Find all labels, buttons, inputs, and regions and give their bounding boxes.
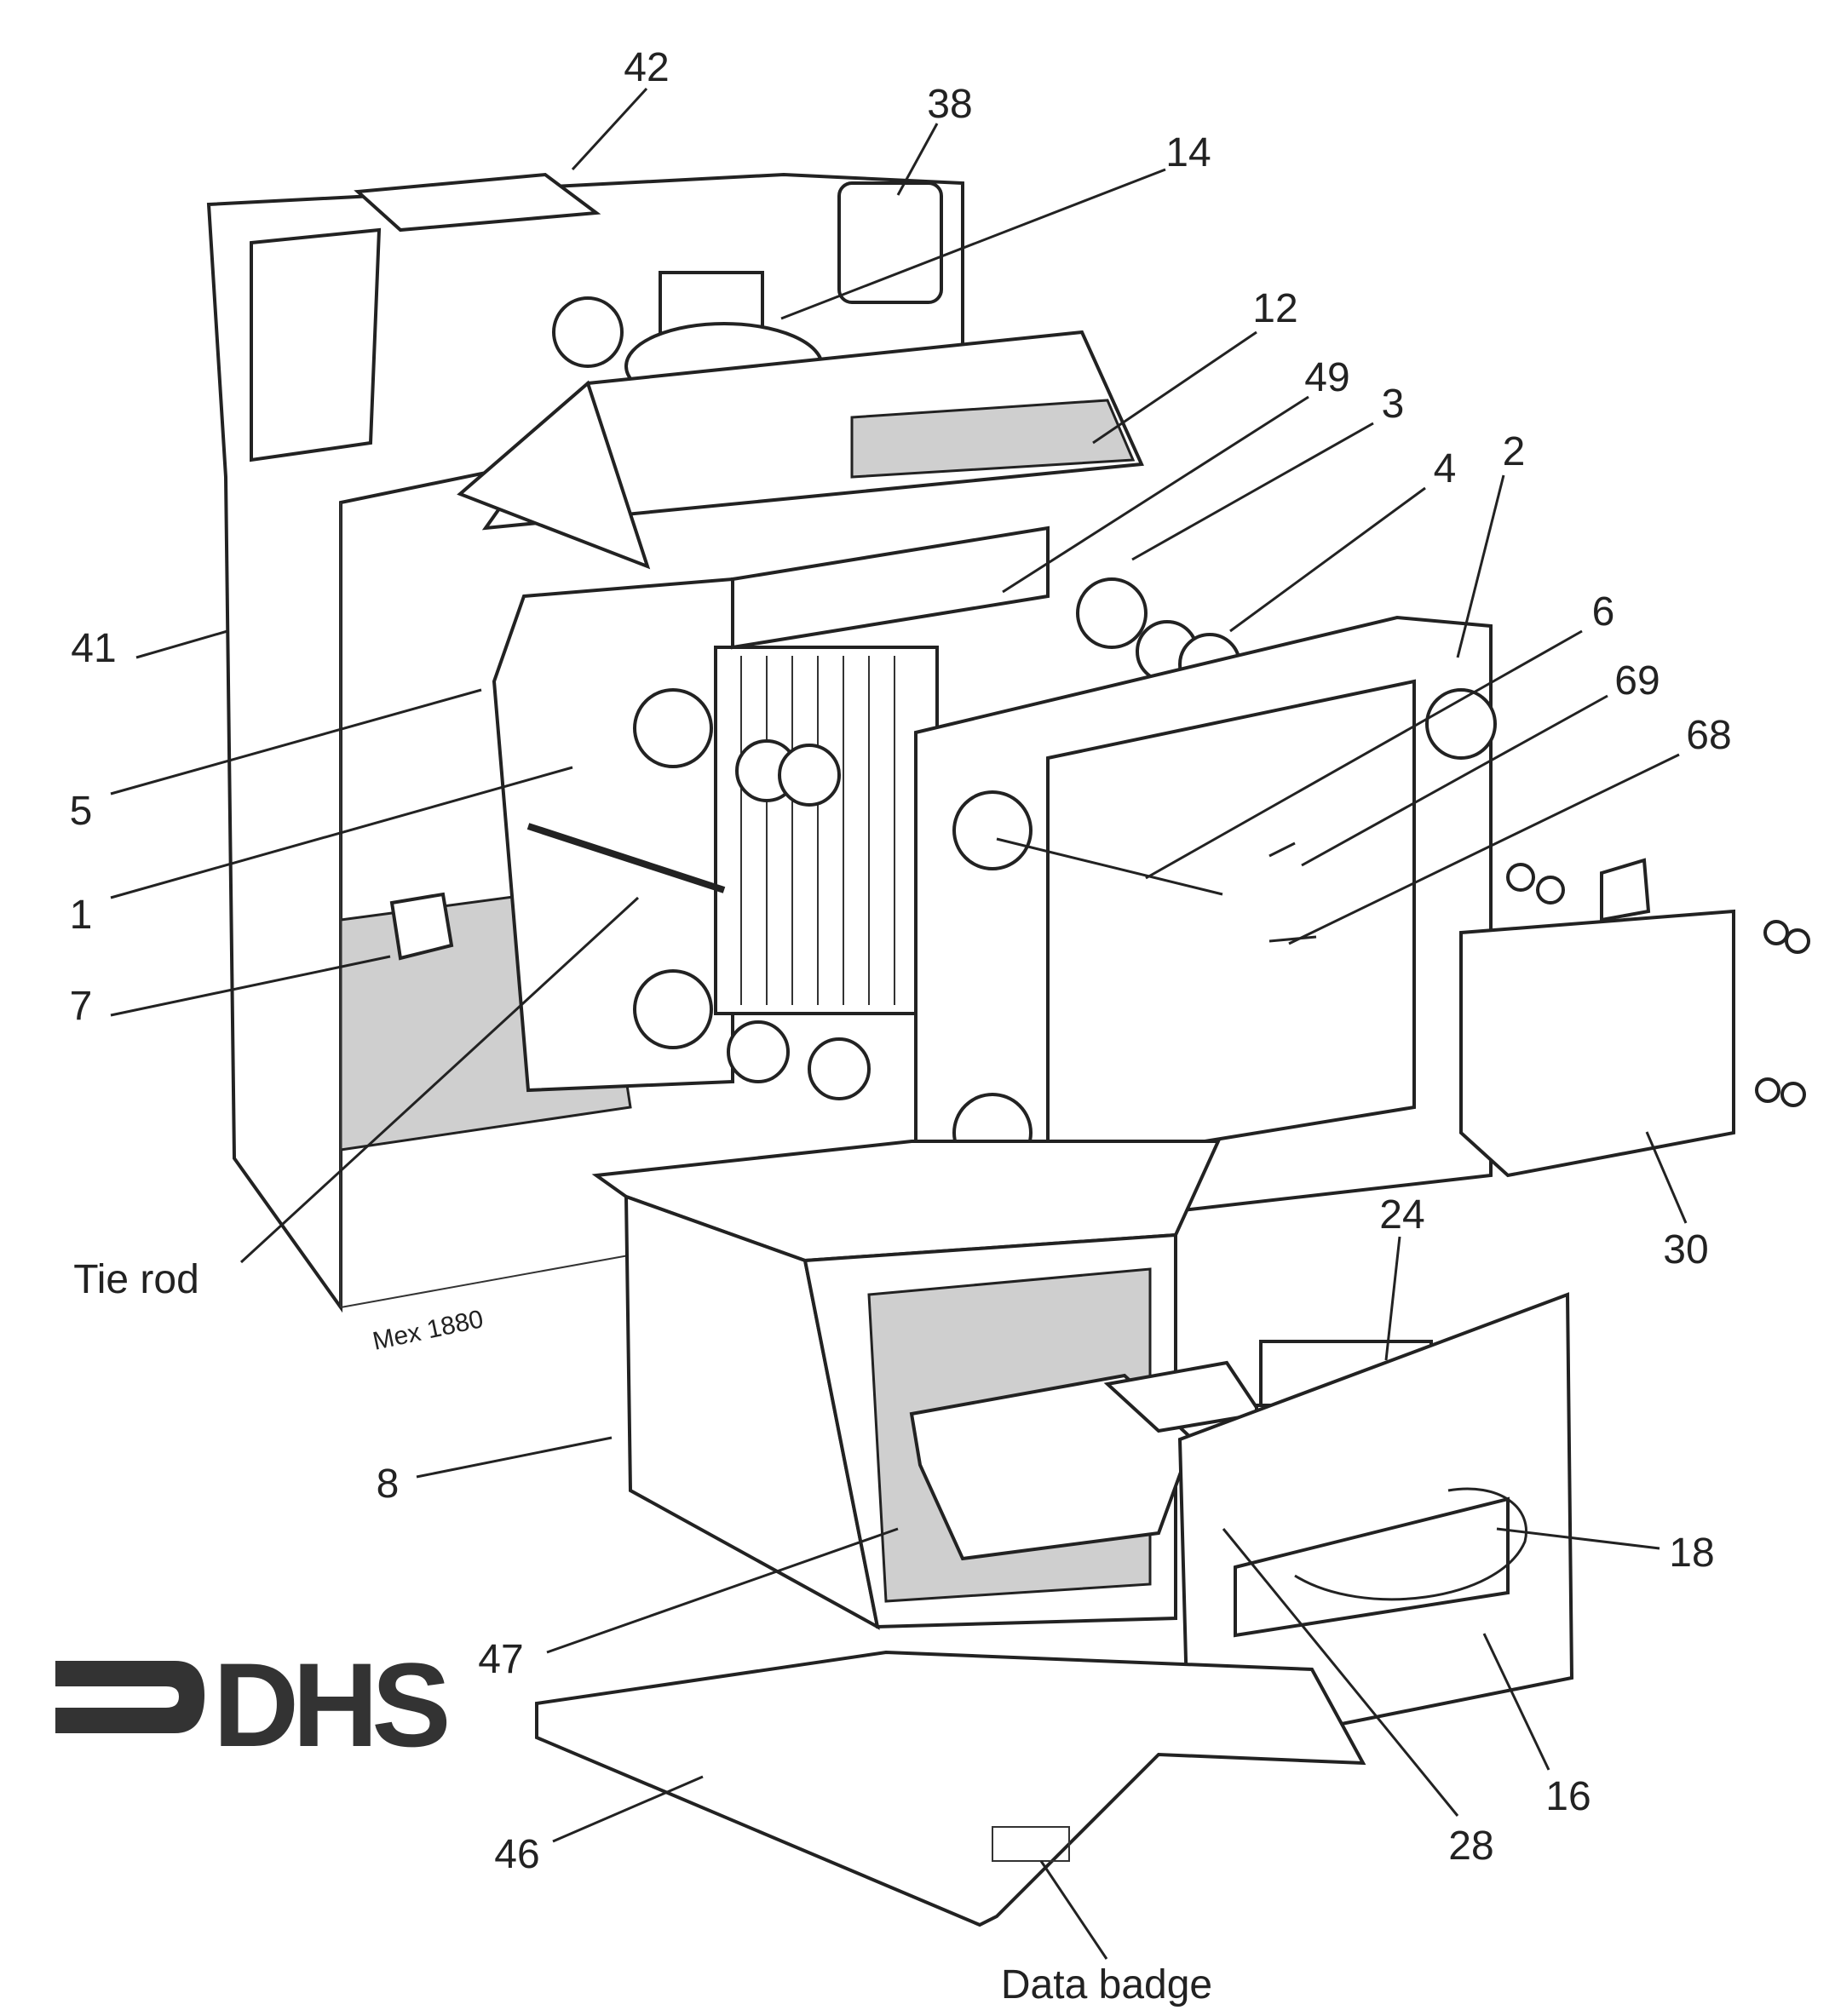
burner [909,1360,1264,1561]
pressure-switch [837,181,943,304]
label-18: 18 [1669,1531,1714,1576]
label-42: 42 [624,45,669,90]
control-box [1459,858,1810,1178]
label-41: 41 [71,626,116,671]
label-30: 30 [1663,1227,1708,1272]
label-16: 16 [1545,1774,1591,1819]
tie-rod [526,823,726,893]
top-cover-plate [354,172,601,233]
logo-text: DHS [213,1638,446,1772]
leader-lines [110,87,1688,1960]
heat-exchanger-front-block [914,615,1497,1228]
label-2: 2 [1503,429,1526,474]
burner-plate [1177,1292,1574,1757]
base-tray [535,1650,1366,1927]
label-14: 14 [1165,130,1211,175]
label-6: 6 [1592,589,1615,635]
label-tie-rod: Tie rod [73,1257,199,1302]
label-4: 4 [1434,446,1457,491]
label-5: 5 [70,789,93,834]
label-3: 3 [1382,382,1405,427]
label-68: 68 [1686,713,1731,758]
drawing-reference: Mex 1880 [371,1305,486,1356]
nut-7 [389,892,454,961]
label-47: 47 [478,1637,523,1682]
label-8: 8 [377,1462,400,1507]
label-46: 46 [494,1832,539,1877]
label-data-badge: Data badge [1001,1962,1212,2007]
label-1: 1 [70,893,93,938]
label-28: 28 [1448,1824,1493,1869]
label-38: 38 [927,82,972,127]
label-12: 12 [1252,286,1297,331]
label-7: 7 [70,984,93,1029]
label-49: 49 [1304,355,1349,400]
flue-hood [457,330,1144,570]
label-24: 24 [1379,1192,1424,1238]
label-69: 69 [1614,658,1660,704]
dhs-logo: DHS [55,1638,453,1772]
heat-exchanger [492,526,1241,1100]
